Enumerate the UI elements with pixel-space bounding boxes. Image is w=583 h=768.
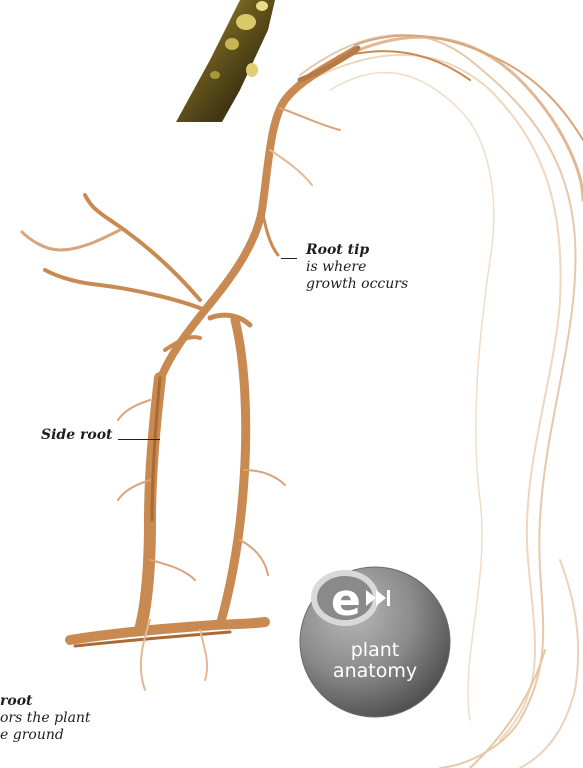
badge-label[interactable]: plant anatomy (318, 640, 432, 682)
root-tip-desc-1: is where (306, 259, 408, 276)
main-root-annotation: root ors the plant e ground (0, 693, 91, 744)
side-root-leader (118, 439, 160, 440)
main-root-title: root (0, 693, 91, 710)
side-root-title: Side root (41, 427, 113, 444)
root-tip-leader (281, 258, 297, 259)
main-root-desc-2: e ground (0, 727, 91, 744)
root-tip-desc-2: growth occurs (306, 276, 408, 293)
root-tip-annotation: Root tip is where growth occurs (306, 242, 408, 293)
main-roots (22, 48, 358, 690)
twig-image (176, 0, 275, 122)
badge-label-line-2: anatomy (318, 661, 432, 682)
side-root-annotation: Side root (41, 427, 113, 444)
main-root-desc-1: ors the plant (0, 710, 91, 727)
root-tip-title: Root tip (306, 242, 408, 259)
e-logo: e (331, 575, 361, 626)
badge-label-line-1: plant (318, 640, 432, 661)
